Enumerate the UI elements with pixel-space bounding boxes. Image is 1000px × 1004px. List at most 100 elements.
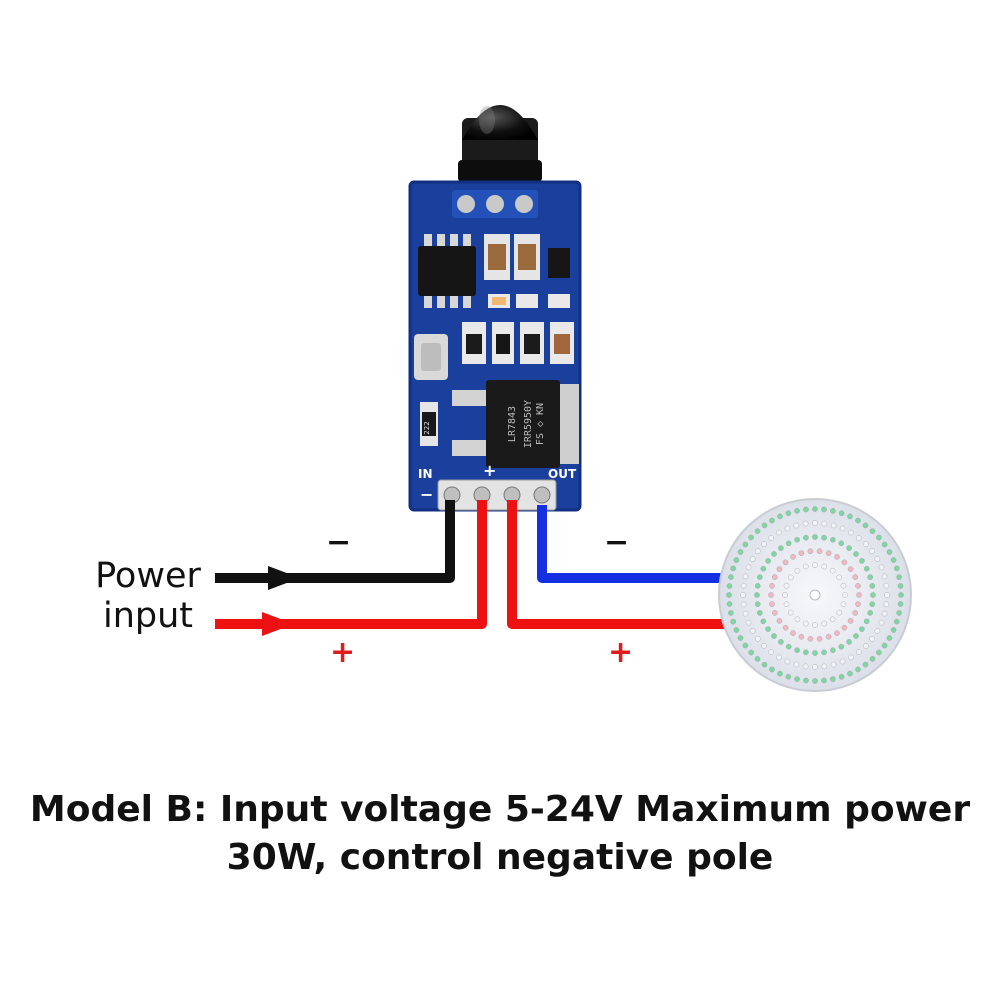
led-dot: [742, 610, 749, 617]
led-dot: [838, 674, 845, 680]
led-dot: [825, 550, 832, 557]
led-dot: [754, 528, 761, 534]
led-dot: [812, 664, 818, 670]
led-dot: [830, 676, 836, 682]
capacitors: [484, 234, 570, 280]
led-dot: [749, 628, 756, 634]
led-dot: [821, 520, 828, 527]
led-dot: [798, 634, 805, 640]
led-dot: [740, 582, 747, 589]
led-dot: [782, 624, 789, 631]
led-dot: [859, 558, 865, 564]
led-dot: [855, 517, 861, 524]
led-dot: [856, 592, 862, 598]
led-dot: [794, 647, 800, 654]
led-dot: [816, 636, 823, 642]
led-dot: [876, 534, 882, 541]
led-dot: [802, 620, 809, 627]
sensor-pins: [452, 190, 538, 218]
led-dot: [771, 551, 777, 557]
led-dot: [768, 535, 775, 541]
led-dot: [807, 636, 814, 642]
led-dot: [772, 610, 778, 616]
led-dot: [847, 670, 853, 677]
led-dot: [862, 661, 869, 668]
led-dot: [760, 565, 767, 572]
led-dot: [863, 565, 870, 572]
led-dot: [881, 541, 888, 548]
led-dot: [869, 601, 876, 607]
led-dot: [876, 649, 882, 656]
resistor-222-label: 222: [423, 421, 431, 434]
led-dot: [847, 566, 854, 572]
led-dot: [748, 649, 754, 656]
led-dot: [754, 601, 761, 607]
led-dot: [829, 616, 836, 623]
power-input-line2: input: [102, 596, 194, 636]
led-dot: [726, 592, 732, 598]
led-dot: [798, 550, 805, 557]
led-dot: [834, 630, 840, 636]
led-dot: [794, 508, 800, 514]
led-dot: [830, 522, 837, 529]
led-dot: [765, 558, 771, 564]
led-dot: [830, 661, 837, 668]
led-dot: [812, 506, 818, 512]
led-dot: [803, 534, 809, 541]
led-dot: [894, 618, 900, 625]
led-dot: [897, 601, 904, 607]
led-dot: [769, 666, 775, 673]
led-dot: [821, 506, 827, 513]
led-dot: [847, 513, 853, 520]
led-dot: [886, 635, 893, 641]
input-plus-sign: +: [330, 635, 356, 670]
led-dot: [794, 537, 800, 543]
wire-red-output-positive: [507, 500, 735, 629]
input-minus-sign: −: [326, 525, 352, 560]
led-dot: [890, 627, 897, 633]
led-dot: [838, 540, 845, 547]
led-dot: [862, 522, 869, 529]
led-dot: [776, 618, 783, 624]
led-dot: [769, 517, 775, 524]
led-dot: [853, 633, 859, 639]
led-dot: [883, 601, 890, 608]
pcb-board: 222 LR7843 IRR5950Y FS ◇ KN IN + OUT −: [408, 180, 582, 512]
led-dot: [785, 643, 792, 650]
led-dot: [841, 559, 848, 566]
led-dot: [760, 618, 767, 625]
led-dot: [878, 564, 885, 571]
led-dot: [785, 510, 792, 517]
resistor-222: 222: [420, 402, 438, 446]
led-dot: [870, 592, 876, 598]
terminal-block: [437, 479, 557, 511]
label-plus: +: [483, 461, 496, 480]
caption: Model B: Input voltage 5-24V Maximum pow…: [0, 786, 1000, 882]
led-dot: [745, 619, 752, 626]
led-dot: [776, 529, 782, 536]
led-dot: [733, 627, 740, 633]
led-dot: [754, 592, 760, 598]
led-dot: [802, 563, 809, 570]
led-dot: [761, 643, 767, 649]
led-dot: [728, 610, 734, 616]
led-dot: [863, 643, 869, 649]
led-dot: [839, 658, 846, 665]
led-dot: [890, 557, 897, 563]
led-dot: [740, 601, 747, 608]
led-dot: [840, 582, 847, 589]
led-dot: [855, 583, 861, 589]
led-dot: [874, 628, 881, 634]
led-dot: [776, 566, 783, 572]
led-dot: [761, 522, 768, 529]
led-dot: [834, 554, 840, 560]
led-dot: [757, 610, 763, 616]
led-dot: [867, 574, 874, 580]
led-dot: [793, 661, 800, 668]
led-dot: [733, 557, 740, 563]
power-input-label: Power input: [86, 556, 210, 636]
led-dot: [821, 534, 827, 541]
led-dot: [782, 592, 788, 598]
led-dot: [737, 549, 744, 555]
